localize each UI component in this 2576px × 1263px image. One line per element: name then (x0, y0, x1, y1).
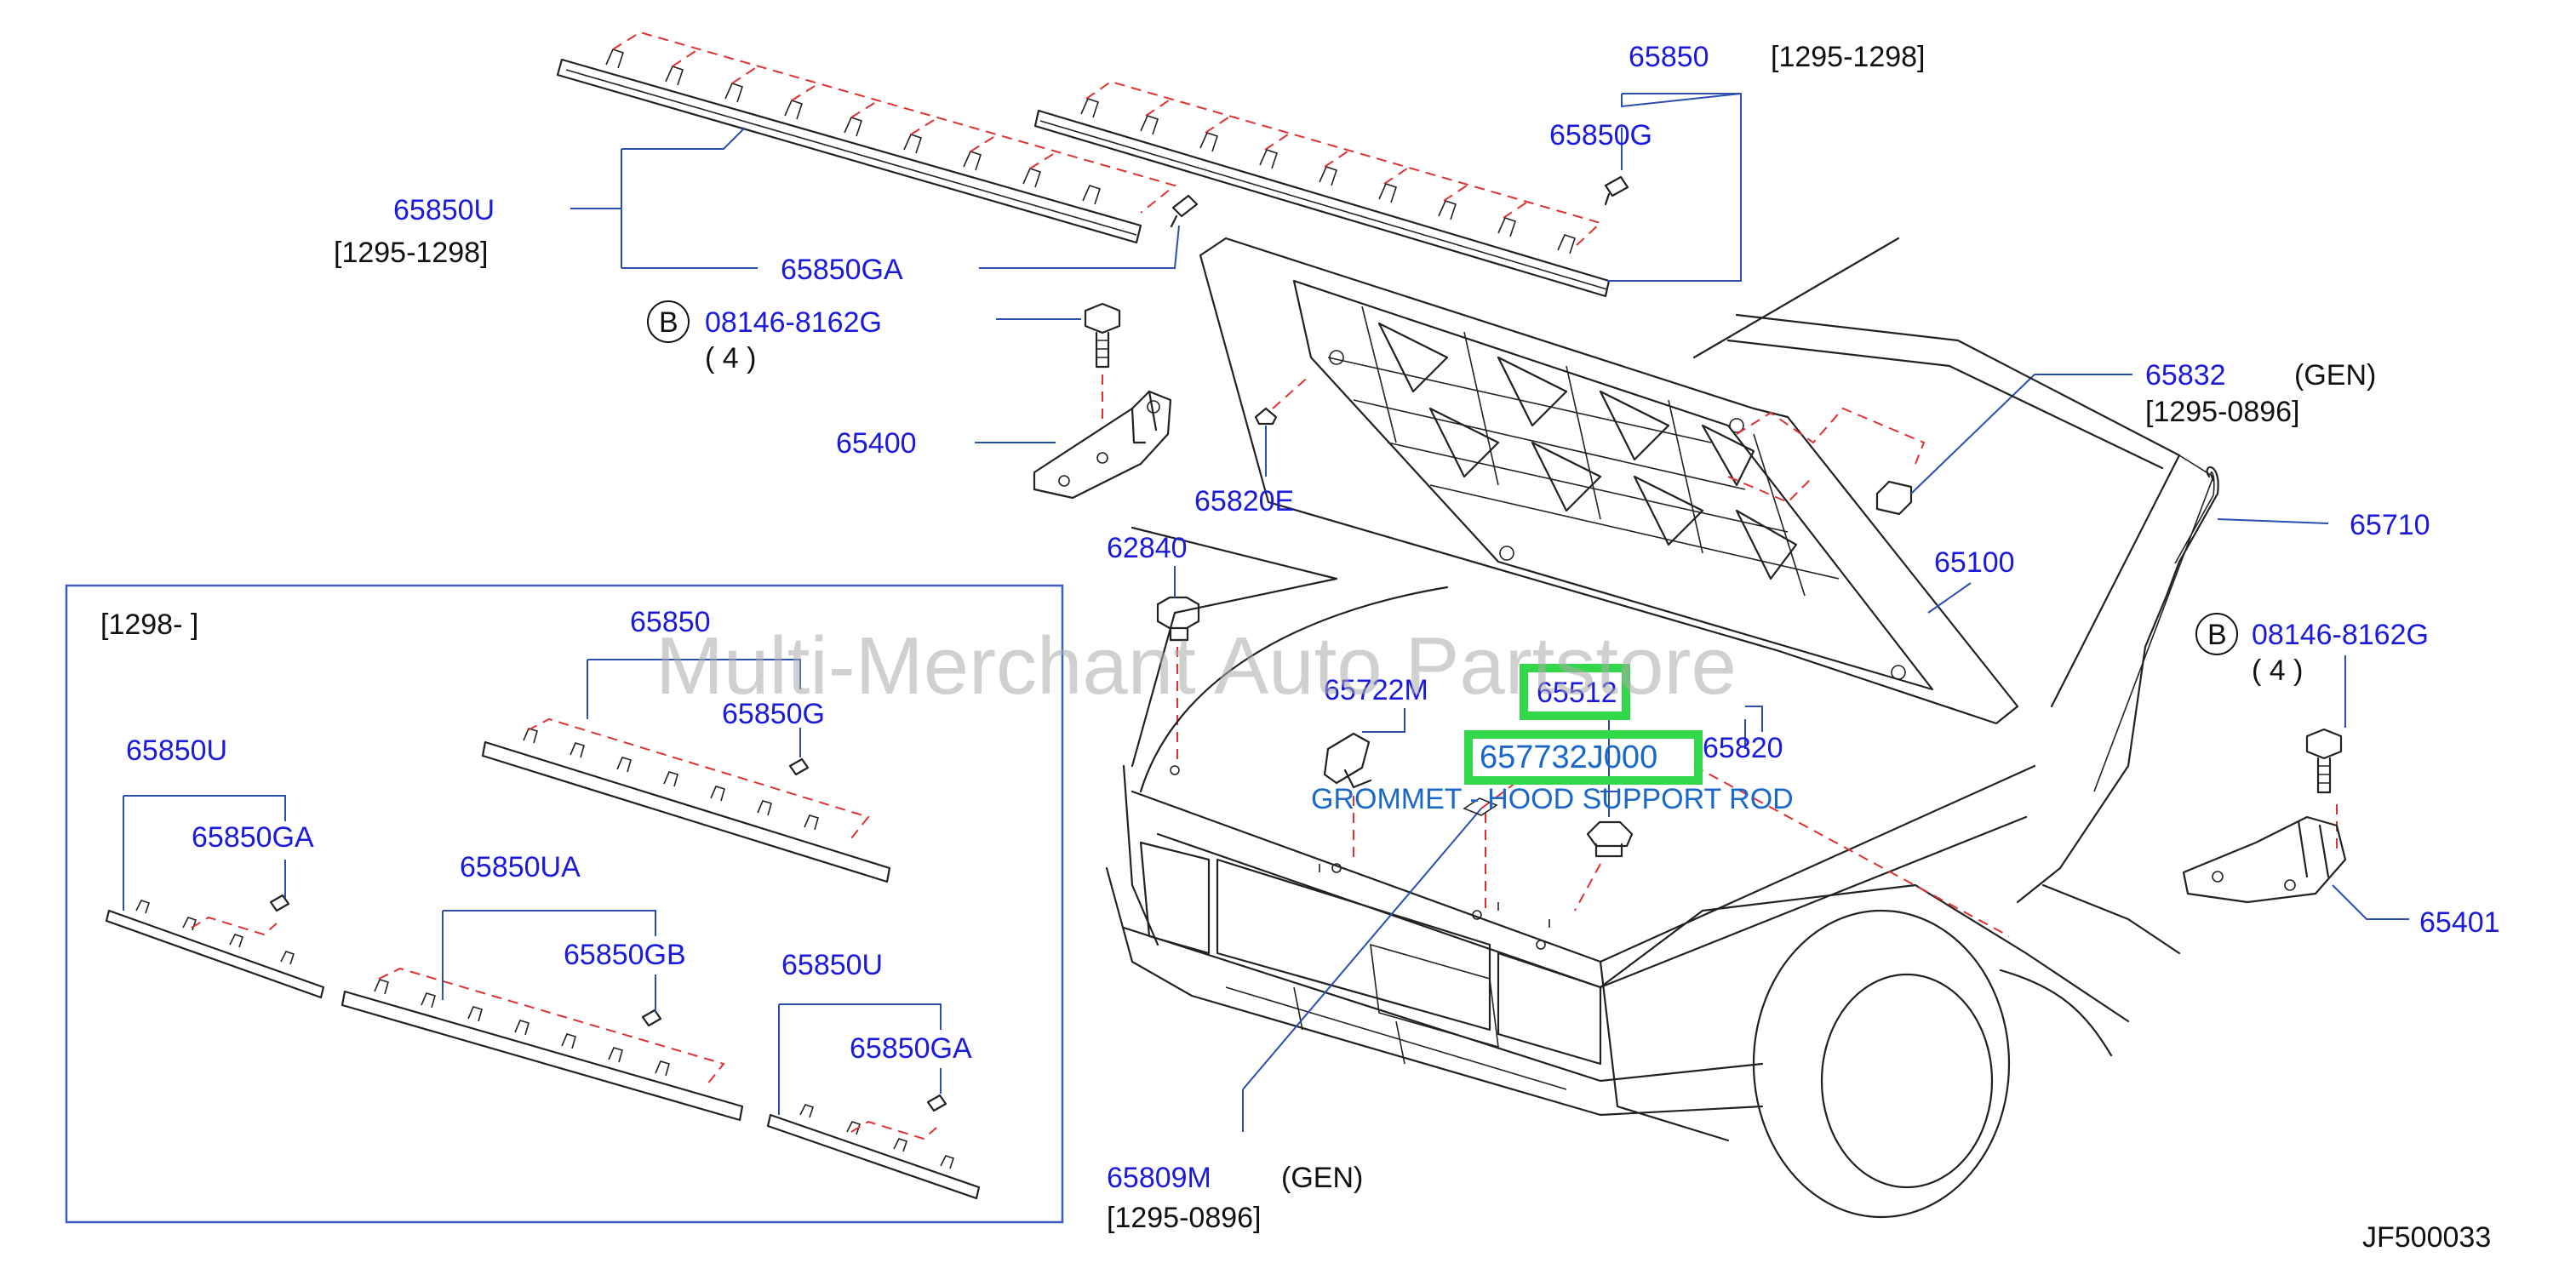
label-65832[interactable]: 65832 (2145, 359, 2226, 391)
inset-moulding-65850U-left[interactable] (105, 900, 325, 999)
label-65400[interactable]: 65400 (836, 427, 917, 460)
inset-label-65850GB[interactable]: 65850GB (564, 939, 686, 971)
label-65401[interactable]: 65401 (2419, 906, 2500, 939)
highlight-box-65512 (1520, 664, 1630, 720)
clip-65722M[interactable] (1323, 732, 1372, 789)
label-65850U[interactable]: 65850U (393, 194, 495, 226)
label-65100[interactable]: 65100 (1934, 546, 2015, 579)
label-65850-range: [1295-1298] (1771, 41, 1926, 73)
hinge-65401[interactable] (2182, 815, 2347, 904)
bolt-right[interactable] (2305, 728, 2343, 794)
label-65820[interactable]: 65820 (1703, 732, 1783, 764)
inset-clip-65850GA-left[interactable] (269, 894, 290, 912)
highlight-part-description: GROMMET - HOOD SUPPORT ROD (1311, 783, 1794, 815)
hood-panel-65100[interactable] (1199, 237, 2019, 725)
label-65832-range: [1295-0896] (2145, 396, 2300, 428)
label-bolt-left-qty: ( 4 ) (705, 342, 756, 374)
label-65850[interactable]: 65850 (1629, 41, 1709, 73)
inset-moulding-65850U-right[interactable] (766, 1104, 981, 1200)
hood-support-rod-65710[interactable] (2016, 466, 2219, 904)
label-65809M[interactable]: 65809M (1107, 1162, 1211, 1194)
clip-65820E[interactable] (1254, 407, 1278, 426)
label-bolt-right-qty: ( 4 ) (2252, 654, 2303, 687)
bolt-ref-circle-left (647, 300, 690, 343)
clip-65850G-top[interactable] (1604, 175, 1629, 206)
inset-border (65, 584, 1064, 1224)
highlight-part-number[interactable]: 657732J000 (1480, 740, 1657, 775)
label-65710[interactable]: 65710 (2350, 509, 2430, 541)
label-bolt-left[interactable]: 08146-8162G (705, 306, 882, 339)
inset-clip-65850GB[interactable] (641, 1009, 662, 1027)
hinge-65400[interactable] (1033, 390, 1172, 500)
moulding-65850U-top[interactable] (556, 31, 1177, 244)
inset-moulding-65850UA[interactable] (341, 967, 744, 1122)
inset-label-65850U-right[interactable]: 65850U (781, 949, 883, 981)
label-65512[interactable]: 65512 (1537, 677, 1617, 709)
label-65809M-gen: (GEN) (1281, 1162, 1363, 1194)
watermark: Multi-Merchant Auto Partstore (655, 620, 1737, 712)
clip-65850GA-top[interactable] (1170, 194, 1199, 228)
inset-label-65850[interactable]: 65850 (630, 606, 711, 638)
bumper-65832[interactable] (1875, 480, 1913, 516)
moulding-65850-top[interactable] (1033, 80, 1611, 298)
vehicle-body (1105, 237, 2214, 1219)
inset-moulding-65850[interactable] (481, 717, 891, 883)
inset-range: [1298- ] (100, 609, 198, 641)
inset-clip-65850GA-right[interactable] (926, 1094, 947, 1112)
inset-label-65850G[interactable]: 65850G (722, 698, 825, 730)
callout-labels: 65850 [1295-1298] 65850G 65850U [1295-12… (334, 41, 2500, 1254)
bumper-62840[interactable] (1156, 596, 1200, 642)
label-62840[interactable]: 62840 (1107, 532, 1188, 564)
inset-clip-65850G[interactable] (788, 757, 810, 776)
inset-label-65850GA-right[interactable]: 65850GA (850, 1032, 972, 1065)
highlighted-part[interactable]: 65512 657732J000 GROMMET - HOOD SUPPORT … (1311, 664, 1794, 815)
bolt-left[interactable] (1084, 302, 1121, 369)
inset-label-65850UA[interactable]: 65850UA (460, 851, 581, 883)
highlight-box-part-number (1464, 730, 1703, 785)
inset-panel: [1298- ] (65, 584, 1064, 1224)
inset-label-65850GA-left[interactable]: 65850GA (192, 821, 314, 854)
label-65850GA[interactable]: 65850GA (781, 254, 903, 286)
grommet-hood-support-rod[interactable] (1586, 820, 1634, 858)
bolt-ref-circle-right (2195, 613, 2238, 655)
diagram-id: JF500033 (2362, 1221, 2491, 1254)
label-65850G[interactable]: 65850G (1549, 119, 1652, 151)
label-65809M-range: [1295-0896] (1107, 1202, 1262, 1234)
label-65850U-range: [1295-1298] (334, 237, 489, 269)
label-bolt-right[interactable]: 08146-8162G (2252, 619, 2429, 651)
label-65820E[interactable]: 65820E (1194, 485, 1294, 517)
bolt-ref-letter-left: B (659, 306, 678, 339)
bolt-ref-letter-right: B (2207, 619, 2227, 651)
label-65832-gen: (GEN) (2294, 359, 2376, 391)
label-65722M[interactable]: 65722M (1324, 674, 1428, 706)
inset-label-65850U-left[interactable]: 65850U (126, 734, 227, 767)
